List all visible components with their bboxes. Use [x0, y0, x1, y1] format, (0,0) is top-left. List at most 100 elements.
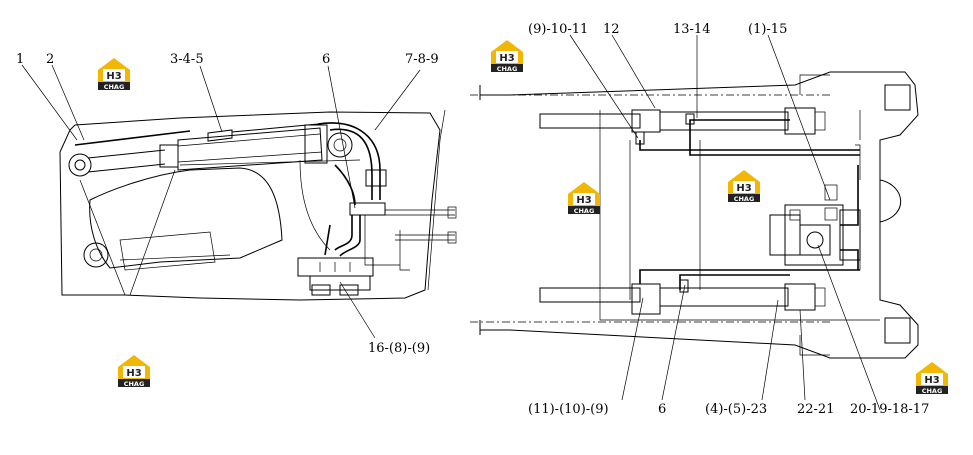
- logo-brand-text: CHAG: [104, 83, 125, 91]
- valve-block: [297, 257, 374, 296]
- cylinder-gland: [159, 144, 179, 168]
- cylinder: [68, 123, 353, 177]
- leader-20-19-18-17: [817, 244, 881, 411]
- frame-corner-top: [799, 74, 830, 95]
- leader-12: [611, 34, 656, 109]
- valve-details: [319, 262, 351, 272]
- leader-22-21: [799, 309, 806, 401]
- roller-bottom: [884, 317, 911, 344]
- label-1-15: (1)-15: [748, 22, 787, 37]
- left-side-view: 1 2 3-4-5 6 7-8-9 16-(8)-(9): [16, 52, 457, 356]
- valve-port-2: [339, 284, 359, 296]
- frame-edge-right: [427, 109, 446, 291]
- valve-port-b: [824, 207, 838, 221]
- stub-cap-2: [447, 231, 457, 244]
- upper-pipe-end: [855, 144, 861, 180]
- upper-gland: [631, 109, 661, 133]
- label-22-21: 22-21: [797, 402, 834, 417]
- hose-clamp: [365, 169, 387, 187]
- label-12: 12: [603, 22, 620, 37]
- valve-center: [799, 224, 831, 256]
- hose-right-1: [317, 122, 381, 200]
- bracket-line: [399, 230, 410, 271]
- brace-line-3: [179, 159, 361, 166]
- lower-fitting: [679, 279, 689, 293]
- upper-pipe-1: [639, 140, 860, 151]
- roller-top: [884, 84, 911, 111]
- frame-bottom-left: [59, 151, 125, 296]
- cap-eye: [327, 132, 353, 158]
- label-7-8-9: 7-8-9: [405, 52, 439, 67]
- leader-3-4-5: [199, 65, 223, 133]
- upper-fitting: [635, 131, 645, 145]
- hose-fitting-upper: [207, 129, 233, 142]
- valve-pipe-down: [840, 249, 859, 270]
- lower-rod: [539, 287, 641, 303]
- lower-barrel: [659, 287, 789, 307]
- logo-text: H3: [499, 53, 514, 64]
- rod-eye: [68, 153, 92, 177]
- valve-assembly: [769, 165, 861, 270]
- right-top-view: (9)-10-11 12 13-14 (1)-15 (11)-(10)-(9) …: [470, 22, 929, 417]
- leader-16-8-9: [339, 281, 376, 339]
- hose-down-3: [324, 224, 331, 256]
- leader-1: [21, 64, 78, 141]
- label-1: 1: [16, 52, 24, 67]
- hose-upper: [231, 123, 319, 133]
- frame-outline-main: [74, 111, 441, 301]
- frame-rib: [119, 254, 231, 261]
- upper-barrel: [659, 111, 789, 131]
- hose-right-2: [329, 128, 373, 200]
- brace-line-2: [129, 169, 176, 296]
- logo-text: H3: [126, 368, 141, 379]
- label-4-5-23: (4)-(5)-23: [705, 402, 767, 417]
- valve-port-a: [789, 209, 801, 221]
- frame-cutout: [89, 167, 283, 269]
- logo-text: H3: [736, 183, 751, 194]
- logo-text: H3: [576, 195, 591, 206]
- cylinder-cap: [304, 124, 328, 164]
- hose-manifold: [349, 202, 386, 216]
- cylinder-rod: [87, 149, 166, 173]
- frame-slot: [119, 231, 216, 271]
- upper-cylinder: [470, 94, 861, 180]
- upper-pipe-3: [689, 130, 860, 156]
- lower-cap-end: [814, 287, 826, 307]
- leader-6-right: [661, 284, 686, 401]
- label-9-10-11: (9)-10-11: [528, 22, 588, 37]
- rod-eye-pin: [74, 159, 86, 171]
- cylinder-barrel: [177, 127, 323, 171]
- upper-pipe-2: [689, 119, 790, 130]
- cap-eye-pin: [333, 138, 347, 152]
- valve-body-top: [297, 257, 374, 277]
- lower-pipe-1: [639, 269, 860, 284]
- stub-cap-1: [447, 206, 457, 219]
- label-6-right: 6: [658, 402, 666, 417]
- frame-outline-left: [59, 124, 76, 153]
- leader-11-10-9: [621, 297, 644, 401]
- grease-line: [74, 130, 191, 146]
- frame-curve: [299, 159, 331, 251]
- leader-1-15: [767, 34, 831, 201]
- hose-down-1: [334, 215, 353, 251]
- pipe-right: [364, 215, 400, 266]
- frame-crossmembers: [629, 140, 701, 300]
- hose-right-3: [334, 164, 356, 206]
- upper-fitting-2: [685, 113, 695, 125]
- frame-notch: [879, 179, 902, 223]
- label-13-14: 13-14: [673, 22, 710, 37]
- valve-spool: [806, 231, 824, 249]
- valve-top-fitting: [824, 184, 838, 201]
- stub-pipe-2: [395, 234, 455, 241]
- valve-pipe-up: [840, 165, 859, 226]
- lower-cylinder: [470, 240, 861, 323]
- brace-line-1: [79, 179, 126, 296]
- valve-end-block: [839, 209, 861, 261]
